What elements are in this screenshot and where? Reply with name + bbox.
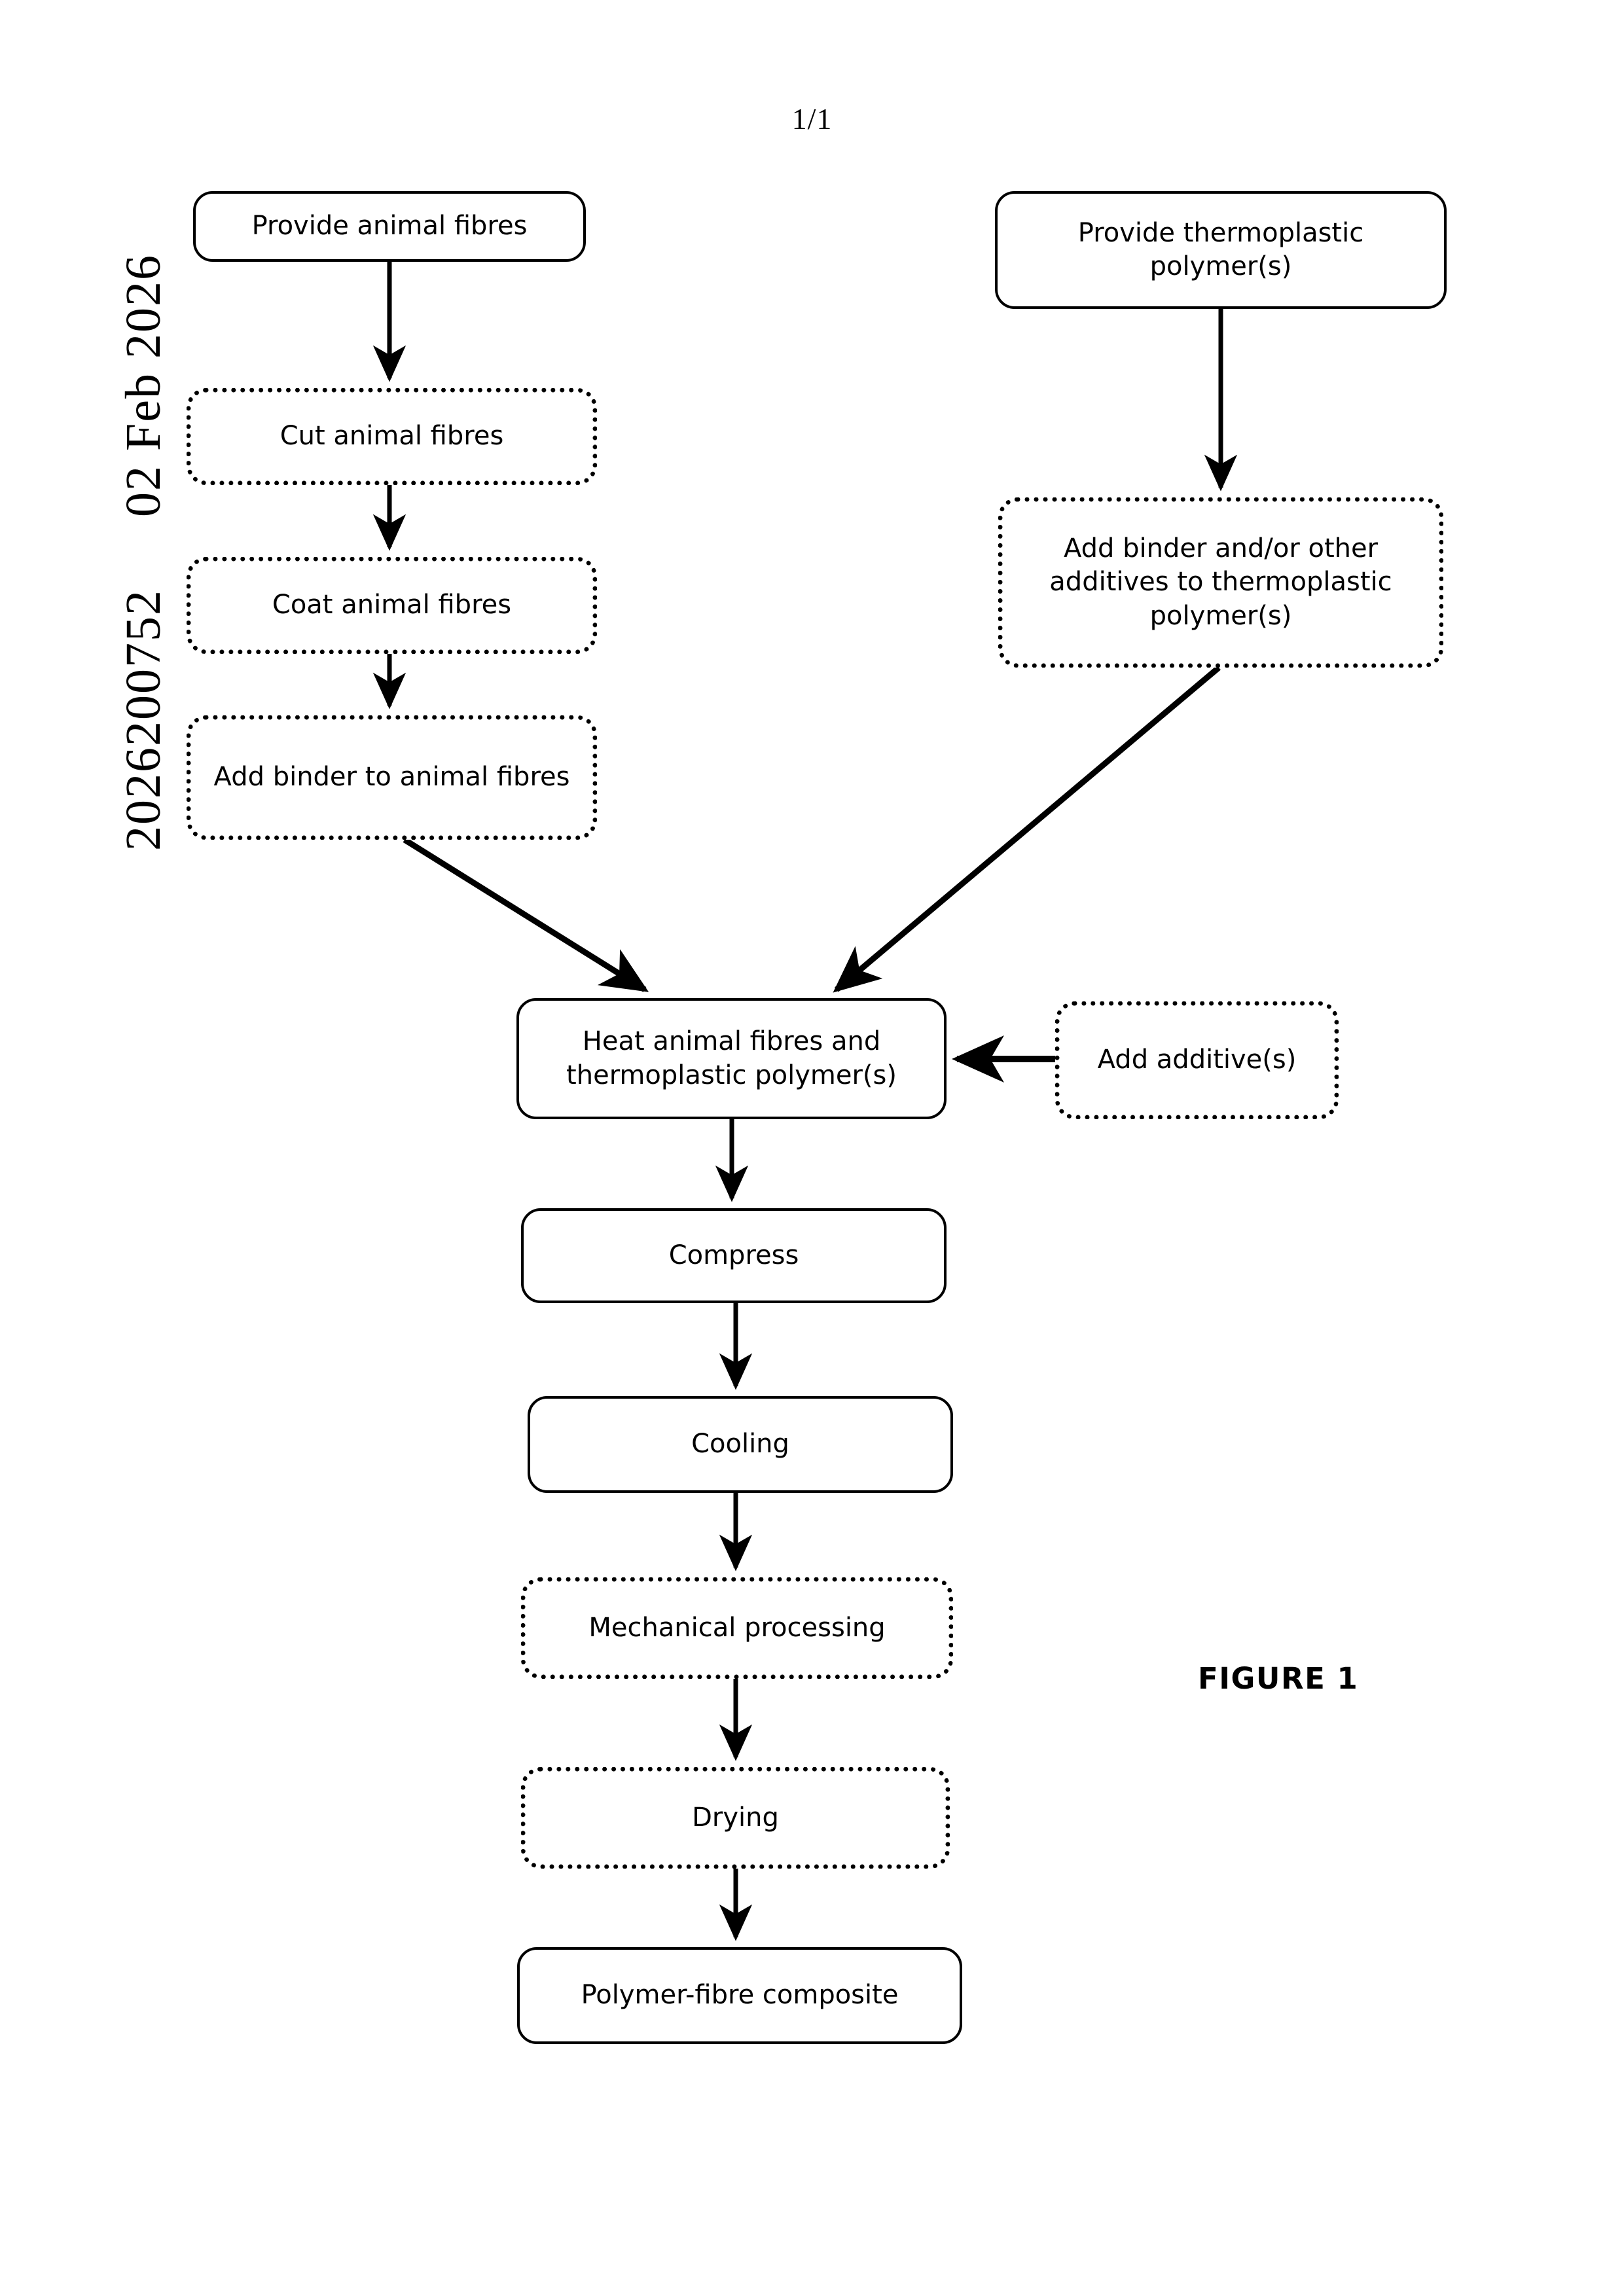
node-coat-animal-fibres: Coat animal fibres: [187, 557, 597, 654]
node-provide-animal-fibres: Provide animal fibres: [193, 191, 586, 262]
node-add-additives: Add additive(s): [1055, 1001, 1339, 1119]
node-mechanical-processing: Mechanical processing: [521, 1577, 953, 1679]
node-heat-fibres-polymer: Heat animal fibres and thermoplastic pol…: [516, 998, 947, 1119]
margin-application-number-stamp: 2026200752: [116, 589, 171, 851]
node-add-binder-animal-fibres: Add binder to animal fibres: [187, 715, 597, 840]
node-provide-thermoplastic: Provide thermoplastic polymer(s): [995, 191, 1447, 309]
node-drying: Drying: [521, 1767, 950, 1869]
margin-date-stamp: 02 Feb 2026: [116, 254, 171, 517]
figure-caption: FIGURE 1: [1198, 1661, 1359, 1696]
node-polymer-fibre-composite: Polymer-fibre composite: [517, 1947, 962, 2044]
node-compress: Compress: [521, 1208, 947, 1303]
edge-addbinder-animal-to-heat: [403, 837, 649, 992]
node-add-binder-thermoplastic: Add binder and/or other additives to the…: [998, 497, 1443, 668]
node-cut-animal-fibres: Cut animal fibres: [187, 388, 597, 485]
node-cooling: Cooling: [528, 1396, 953, 1493]
edge-addbinder-thermoplastic-to-heat: [833, 665, 1221, 993]
page-number: 1/1: [791, 102, 833, 135]
